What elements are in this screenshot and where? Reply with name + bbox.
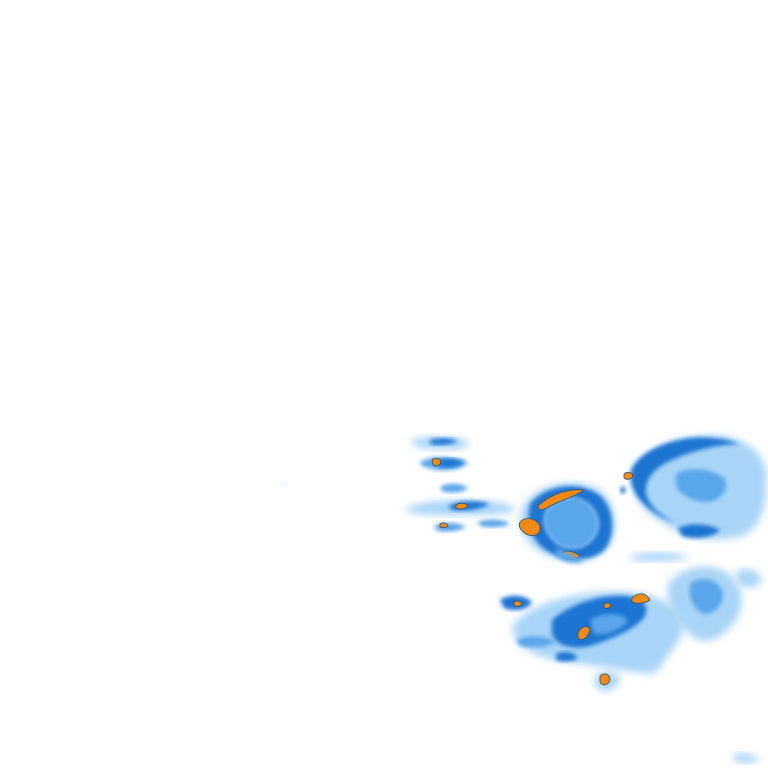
central-inner: [544, 498, 599, 548]
band-5-intense: [439, 522, 449, 529]
south-lower-band: [516, 636, 556, 648]
south-intense-2: [631, 593, 651, 604]
east-edge: [736, 569, 762, 588]
cell-central: [518, 483, 616, 563]
central-tail: [556, 548, 584, 563]
south-lower-blob: [556, 651, 578, 662]
band-2-intense: [431, 457, 442, 467]
band-2-core: [436, 458, 464, 468]
south-intense-1: [577, 626, 591, 640]
ne-speck: [620, 486, 626, 494]
east-bottom: [734, 753, 760, 763]
cell-south: [500, 591, 684, 692]
band-6: [478, 519, 510, 528]
cell-northeast: [620, 435, 767, 540]
east-streak: [630, 552, 690, 562]
ne-south-band: [678, 524, 720, 538]
south-isolated-intense: [599, 673, 611, 686]
band-3: [440, 483, 468, 493]
central-intense-arc: [537, 489, 585, 511]
east-blob-1-core: [689, 579, 723, 614]
cell-northwest-bands: [280, 436, 514, 532]
band-1-core: [430, 438, 458, 445]
south-inner-medium: [590, 614, 628, 635]
cell-east-scatter: [630, 552, 762, 763]
south-intense-3: [603, 602, 612, 609]
south-west-intense: [513, 600, 523, 607]
ne-rim: [630, 437, 740, 522]
band-4-intense: [455, 502, 469, 510]
ne-intense: [623, 471, 634, 480]
ne-inner-medium: [676, 469, 727, 502]
speck-1: [280, 482, 287, 486]
central-intense-west: [518, 518, 541, 536]
